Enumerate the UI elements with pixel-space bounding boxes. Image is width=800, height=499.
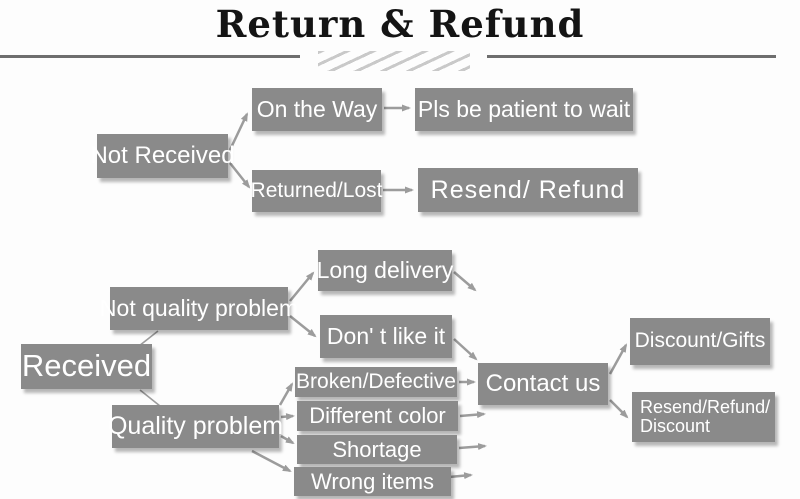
line-received-to-not-quality-problem [138,330,159,347]
arrow-long-delivery-to-contact-us [453,271,477,292]
node-broken-defective: Broken/Defective [295,367,457,397]
node-on-the-way: On the Way [252,88,382,131]
arrow-not-received-to-on-the-way [228,112,249,151]
arrow-quality-to-wrong-items [251,449,292,473]
arrow-shortage-to-contact-us [458,443,487,451]
node-shortage: Shortage [297,435,457,464]
node-returned-lost: Returned/Lost [251,170,382,212]
node-not-quality-problem: Not quality problem [100,287,298,330]
node-discount-gifts: Discount/Gifts [630,318,770,365]
arrow-quality-to-shortage [280,434,295,445]
arrow-quality-to-different-color [280,413,295,421]
arrow-contact-us-to-discount-gifts [608,343,628,375]
title-rule-left [0,55,300,58]
arrow-contact-us-to-resend-refund-discount [609,399,629,419]
page-title: Return & Refund [215,2,585,46]
node-pls-be-patient: Pls be patient to wait [415,88,633,131]
arrow-not-quality-to-dont-like-it [289,315,317,338]
arrow-not-quality-to-long-delivery [289,271,315,302]
node-wrong-items: Wrong items [294,467,451,496]
arrow-different-color-to-contact-us [459,411,486,419]
node-dont-like-it: Don' t like it [320,315,452,358]
node-different-color: Different color [297,401,458,431]
node-resend-refund-discount: Resend/Refund/ Discount [632,392,775,442]
title-rule-right [487,55,776,58]
node-contact-us: Contact us [478,363,608,405]
node-resend-refund-discount-line2: Discount [640,416,711,436]
arrow-not-received-to-returned-lost [229,162,251,189]
arrow-dont-like-it-to-contact-us [453,338,478,361]
hatch-decoration [318,51,470,71]
node-resend-refund-discount-line1: Resend/Refund/ [640,397,771,418]
node-quality-problem: Quality problem [108,405,283,448]
node-received: Received [21,344,152,389]
node-long-delivery: Long delivery [317,250,453,291]
arrow-wrong-items-to-contact-us [448,472,473,480]
arrow-quality-to-broken-defective [278,382,294,406]
node-resend-refund: Resend/ Refund [418,168,638,212]
line-received-to-quality-problem [139,389,161,407]
node-not-received: Not Received [90,134,235,178]
